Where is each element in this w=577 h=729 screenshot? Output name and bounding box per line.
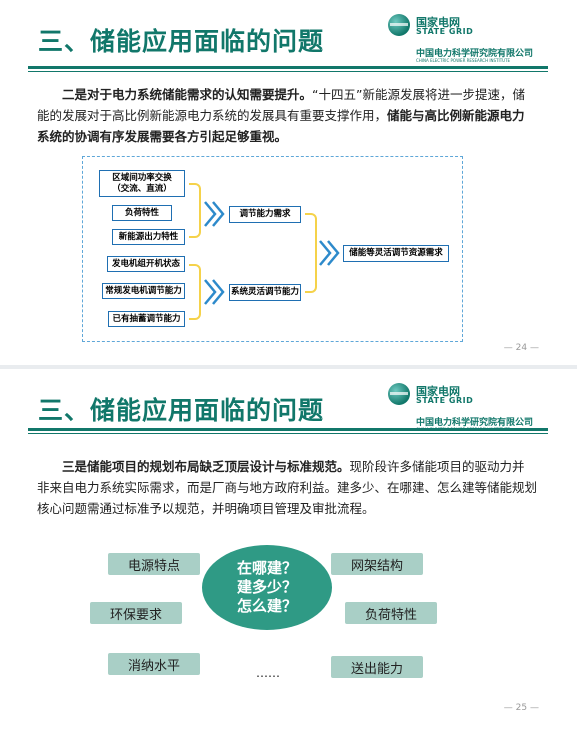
body-paragraph: 三是储能项目的规划布局缺乏顶层设计与标准规范。现阶段许多储能项目的驱动力并非来自… [37, 456, 537, 519]
bracket [189, 183, 201, 238]
box-regulation-demand: 调节能力需求 [229, 206, 301, 223]
para-text: 现阶段许多储能项目的驱动力并非来自电力系统实际需求，而是厂商与地方政府利益。建多… [37, 459, 538, 516]
factor-power-source: 电源特点 [108, 553, 200, 575]
factor-environment: 环保要求 [90, 602, 182, 624]
factor-load: 负荷特性 [345, 602, 437, 624]
logo-institute-en: CHINA ELECTRIC POWER RESEARCH INSTITUTE [416, 58, 511, 63]
page-number: 25 [504, 703, 539, 713]
box-unit-status: 发电机组开机状态 [107, 256, 185, 272]
chevron-right-icon [204, 201, 225, 227]
title-underline-thin [28, 71, 548, 72]
logo-en: STATE GRID [416, 396, 474, 405]
para-text: “十四五”新能源发展将进一步提速，储能的发展对于高比例新能源电力系统的发展具有重… [37, 87, 525, 123]
state-grid-logo: 国家电网 STATE GRID 中国电力科学研究院有限公司 CHINA ELEC… [388, 379, 548, 432]
requirement-diagram [82, 156, 463, 342]
factor-grid-structure: 网架结构 [331, 553, 423, 575]
box-system-flexibility: 系统灵活调节能力 [229, 284, 301, 301]
title-underline [28, 66, 548, 69]
question-how-much: 建多少？ [236, 578, 297, 596]
para-bold: 储能与高比例新能源电力系统的协调有序发展需要各方引起足够重视。 [37, 108, 525, 144]
bracket [305, 213, 317, 293]
title-underline [28, 428, 548, 431]
box-renewable-output: 新能源出力特性 [112, 229, 185, 245]
factor-export-capacity: 送出能力 [331, 656, 423, 678]
box-storage-demand: 储能等灵活调节资源需求 [343, 245, 449, 262]
slide-title: 三、储能应用面临的问题 [38, 396, 325, 425]
logo-en: STATE GRID [416, 27, 474, 36]
ellipsis: …… [256, 666, 280, 680]
box-conventional-regulation: 常规发电机调节能力 [102, 283, 185, 299]
para-bold: 二是对于电力系统储能需求的认知需要提升。 [62, 87, 313, 102]
slide-24: 三、储能应用面临的问题 国家电网 STATE GRID 中国电力科学研究院有限公… [0, 0, 577, 365]
chevron-right-icon [319, 240, 340, 266]
chevron-right-icon [204, 279, 225, 305]
logo-institute: 中国电力科学研究院有限公司 [416, 418, 534, 428]
box-pumped-storage: 已有抽蓄调节能力 [108, 311, 185, 327]
globe-icon [388, 383, 410, 405]
core-questions: 在哪建？ 建多少？ 怎么建？ [202, 545, 332, 630]
body-paragraph: 二是对于电力系统储能需求的认知需要提升。“十四五”新能源发展将进一步提速，储能的… [37, 84, 537, 147]
globe-icon [388, 14, 410, 36]
box-interregional-exchange: 区域间功率交换 （交流、直流） [99, 170, 185, 197]
factor-absorption: 消纳水平 [108, 653, 200, 675]
logo-institute: 中国电力科学研究院有限公司 [416, 49, 534, 59]
bracket [189, 264, 201, 320]
logo-cn: 国家电网 [416, 16, 460, 29]
para-bold: 三是储能项目的规划布局缺乏顶层设计与标准规范。 [62, 459, 350, 474]
logo-cn: 国家电网 [416, 385, 460, 398]
state-grid-logo: 国家电网 STATE GRID 中国电力科学研究院有限公司 CHINA ELEC… [388, 10, 548, 63]
title-underline-thin [28, 433, 548, 434]
question-how: 怎么建？ [236, 597, 297, 615]
question-where: 在哪建？ [236, 559, 297, 577]
box-load-characteristic: 负荷特性 [112, 205, 172, 221]
slide-title: 三、储能应用面临的问题 [38, 27, 325, 56]
page-number: 24 [504, 343, 539, 353]
